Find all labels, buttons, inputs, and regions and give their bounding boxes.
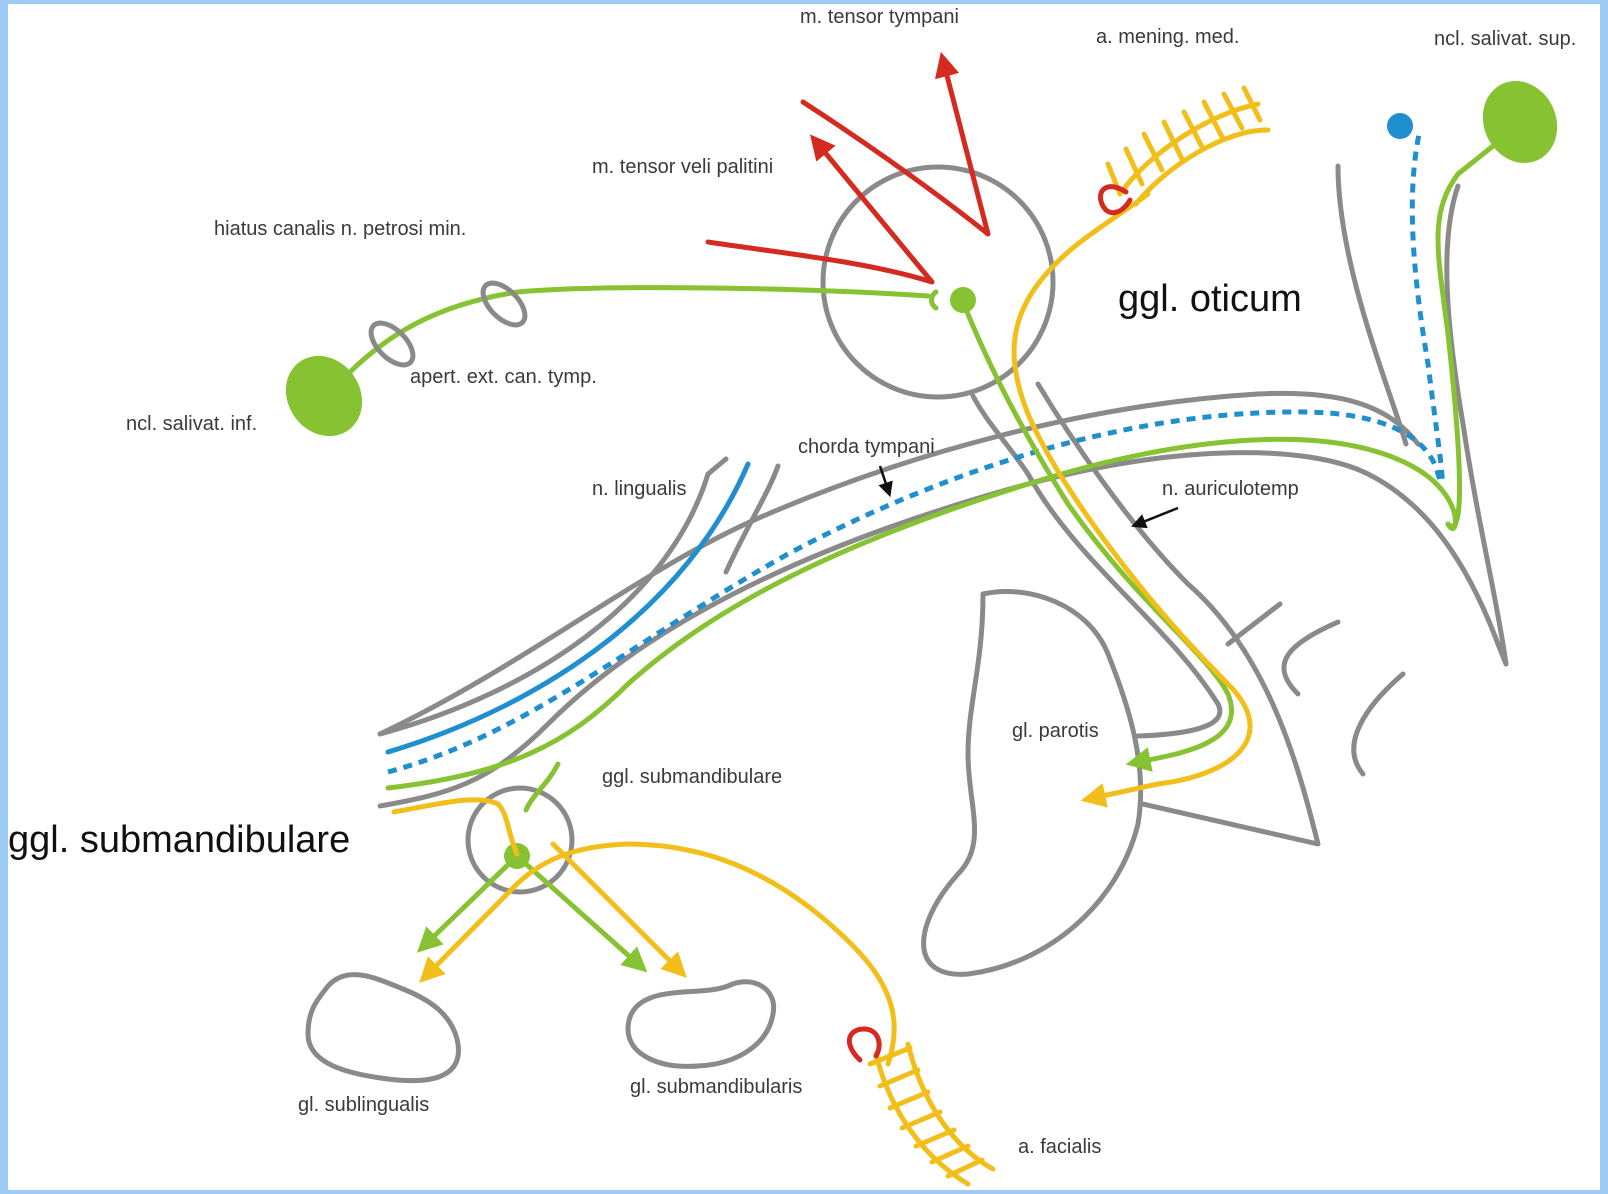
diagram-canvas: m. tensor tympani a. mening. med. ncl. s… bbox=[8, 4, 1600, 1190]
hiatus-ring bbox=[480, 280, 528, 328]
label-ggl-submandibulare-big: ggl. submandibulare bbox=[8, 819, 351, 861]
ncl-salivat-inf-shape bbox=[285, 355, 363, 437]
oticum-synapse bbox=[929, 289, 939, 311]
red-tensor-tympani-path bbox=[800, 51, 991, 237]
nerve-trunk-upper bbox=[377, 390, 1421, 737]
yellow-lingual-line bbox=[391, 797, 520, 857]
label-gl-parotis: gl. parotis bbox=[1012, 720, 1099, 742]
a-facialis-coil bbox=[847, 1026, 996, 1187]
blue-terminal-dot bbox=[1387, 113, 1413, 139]
label-ggl-submandibulare-small: ggl. submandibulare bbox=[602, 766, 783, 788]
label-a-facialis: a. facialis bbox=[1018, 1136, 1102, 1158]
label-apert: apert. ext. can. tymp. bbox=[410, 366, 597, 388]
diagram-svg bbox=[285, 51, 1558, 1187]
branch-3 bbox=[1351, 671, 1406, 777]
yellow-facial-plexus-line bbox=[419, 841, 897, 1067]
auriculotemp-left bbox=[970, 393, 1223, 739]
label-n-auriculotemp: n. auriculotemp bbox=[1162, 478, 1299, 500]
label-tensor-tympani: m. tensor tympani bbox=[800, 6, 959, 28]
lingualis-fork bbox=[723, 463, 781, 575]
green-petrosal-line bbox=[345, 285, 931, 377]
nerve-up-right-inner bbox=[1444, 183, 1509, 667]
branch-2 bbox=[1281, 619, 1341, 697]
green-arrow-sublingual bbox=[417, 853, 520, 953]
gl-parotis-shape bbox=[921, 589, 1144, 977]
lingualis-outer bbox=[377, 456, 729, 737]
green-chorda-line bbox=[385, 123, 1521, 791]
nerve-up-right-outer bbox=[1335, 163, 1409, 447]
green-arrow-submandibular bbox=[514, 853, 648, 973]
label-salivat-inf: ncl. salivat. inf. bbox=[126, 413, 258, 435]
chorda-pointer-arrow bbox=[878, 465, 893, 498]
label-gl-sublingualis: gl. sublingualis bbox=[298, 1094, 430, 1116]
ggl-oticum-circle bbox=[820, 164, 1056, 400]
yellow-mening-plexus-line bbox=[1011, 191, 1253, 808]
label-n-lingualis: n. lingualis bbox=[592, 478, 687, 500]
gl-submandibularis-shape bbox=[625, 979, 777, 1069]
apert-ring bbox=[368, 320, 416, 368]
label-salivat-sup: ncl. salivat. sup. bbox=[1434, 28, 1577, 50]
nerve-trunk-lower bbox=[377, 450, 1509, 809]
auriculotemp-right bbox=[1035, 381, 1321, 847]
red-tensor-veli-path bbox=[705, 134, 935, 285]
gl-sublingualis-shape bbox=[305, 972, 461, 1084]
label-mening-med: a. mening. med. bbox=[1096, 26, 1240, 48]
ncl-salivat-sup-shape bbox=[1482, 81, 1558, 163]
oticum-green-dot bbox=[950, 287, 976, 313]
label-ggl-oticum: ggl. oticum bbox=[1118, 278, 1302, 320]
branch-1 bbox=[1225, 601, 1283, 647]
auriculotemp-pointer-arrow bbox=[1131, 506, 1179, 529]
label-gl-submandibularis: gl. submandibularis bbox=[630, 1076, 803, 1098]
label-tensor-veli: m. tensor veli palitini bbox=[592, 156, 774, 178]
label-chorda-tympani: chorda tympani bbox=[798, 436, 935, 458]
green-submand-entry bbox=[523, 761, 561, 813]
green-oticum-postganglionic bbox=[960, 299, 1234, 772]
chorda-blue-dashed bbox=[387, 129, 1445, 775]
lingual-blue-line bbox=[385, 461, 751, 755]
a-mening-med-coil bbox=[1098, 85, 1271, 216]
yellow-arrow-submandibular bbox=[550, 841, 687, 978]
label-hiatus: hiatus canalis n. petrosi min. bbox=[214, 218, 467, 240]
ggl-submandibulare-circle bbox=[465, 785, 575, 895]
